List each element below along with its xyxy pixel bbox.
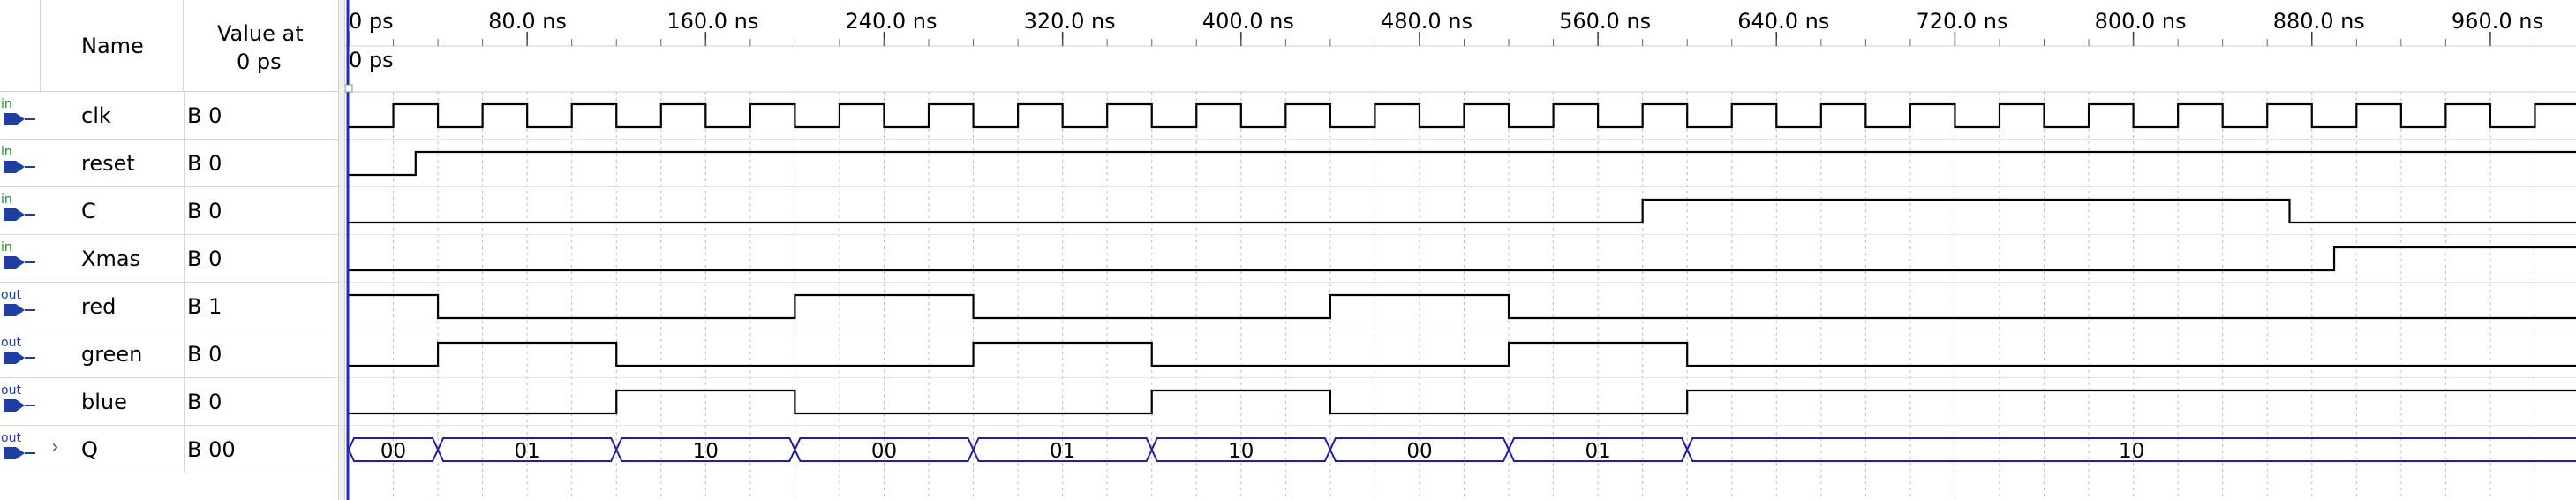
signal-row-c[interactable]: in C B 0 bbox=[0, 187, 338, 235]
column-separator bbox=[184, 330, 185, 378]
signal-value: B 1 bbox=[187, 294, 222, 319]
signal-value: B 00 bbox=[187, 437, 236, 462]
panel-splitter[interactable] bbox=[338, 0, 345, 500]
cursor-handle bbox=[345, 84, 353, 93]
output-pin-icon: out bbox=[0, 378, 41, 425]
signal-name: C bbox=[81, 199, 96, 223]
time-tick-label: 0 ps bbox=[349, 9, 394, 34]
time-tick-label: 640.0 ns bbox=[1737, 9, 1830, 34]
output-bus-icon: out bbox=[0, 426, 41, 473]
waveform-canvas[interactable]: 00 01 10 00 01 10 00 01 10 bbox=[345, 0, 2576, 500]
time-tick-label: 720.0 ns bbox=[1916, 9, 2008, 34]
signal-row-green[interactable]: out green B 0 bbox=[0, 330, 338, 378]
expand-chevron-icon[interactable]: › bbox=[51, 436, 59, 458]
signal-value: B 0 bbox=[187, 199, 222, 223]
q-bus-segment bbox=[436, 437, 618, 462]
xmas-waveform bbox=[349, 246, 2576, 272]
svg-text:out: out bbox=[1, 383, 21, 398]
q-bus-value: 00 bbox=[871, 440, 897, 463]
signal-row-reset[interactable]: in reset B 0 bbox=[0, 140, 338, 187]
time-tick-label: 320.0 ns bbox=[1023, 9, 1116, 34]
red-waveform bbox=[349, 293, 2576, 320]
input-pin-icon: in bbox=[0, 140, 41, 186]
signal-name: Xmas bbox=[81, 246, 141, 271]
q-bus-value: 10 bbox=[693, 440, 719, 463]
reset-waveform bbox=[349, 150, 2576, 177]
signal-name: green bbox=[81, 342, 143, 367]
q-bus-segment bbox=[1686, 437, 2576, 462]
output-pin-icon: out bbox=[0, 330, 41, 377]
time-tick-label: 240.0 ns bbox=[845, 9, 938, 34]
value-column-header[interactable]: Value at 0 ps bbox=[184, 0, 338, 92]
q-bus-segment bbox=[794, 437, 975, 462]
time-tick-label: 400.0 ns bbox=[1201, 9, 1294, 34]
column-separator bbox=[184, 187, 185, 235]
input-pin-icon: in bbox=[0, 92, 41, 139]
input-pin-icon: in bbox=[0, 187, 41, 234]
column-separator bbox=[184, 426, 185, 473]
waveform-panel[interactable]: 0 ps 80.0 ns 160.0 ns 240.0 ns 320.0 ns 400.0… bbox=[345, 0, 2576, 500]
column-separator bbox=[184, 378, 185, 426]
input-pin-icon: in bbox=[0, 235, 41, 282]
time-tick-label: 560.0 ns bbox=[1559, 9, 1652, 34]
name-header-label: Name bbox=[81, 34, 144, 58]
signal-name: clk bbox=[81, 103, 111, 128]
time-tick-label: 80.0 ns bbox=[488, 9, 567, 34]
blue-waveform bbox=[349, 389, 2576, 415]
q-bus-segment bbox=[1507, 437, 1689, 462]
svg-text:in: in bbox=[1, 193, 12, 207]
signal-value: B 0 bbox=[187, 342, 222, 367]
q-bus-value: 01 bbox=[1585, 440, 1610, 463]
time-tick-label: 880.0 ns bbox=[2272, 9, 2365, 34]
signal-name: reset bbox=[81, 151, 135, 176]
q-bus-value: 10 bbox=[2119, 440, 2144, 463]
signal-value: B 0 bbox=[187, 151, 222, 176]
column-separator bbox=[184, 283, 185, 330]
time-tick-label: 960.0 ns bbox=[2451, 9, 2543, 34]
clk-waveform bbox=[349, 102, 2576, 129]
signal-name: blue bbox=[81, 390, 127, 414]
svg-text:out: out bbox=[1, 336, 21, 350]
cursor-time-label: 0 ps bbox=[349, 48, 394, 72]
q-bus-value: 01 bbox=[1050, 440, 1075, 463]
signal-value: B 0 bbox=[187, 390, 222, 414]
svg-text:in: in bbox=[1, 240, 12, 254]
column-separator bbox=[184, 235, 185, 283]
time-tick-label: 160.0 ns bbox=[667, 9, 759, 34]
signal-value: B 0 bbox=[187, 103, 222, 128]
q-bus-value: 00 bbox=[1406, 440, 1432, 463]
column-separator bbox=[184, 140, 185, 187]
signal-row-xmas[interactable]: in Xmas B 0 bbox=[0, 235, 338, 283]
c-waveform bbox=[349, 198, 2576, 224]
q-bus-value: 00 bbox=[380, 440, 406, 463]
name-column-header[interactable]: Name bbox=[41, 0, 184, 92]
q-bus-value: 10 bbox=[1228, 440, 1254, 463]
q-bus-segment bbox=[615, 437, 796, 462]
signal-name: red bbox=[81, 294, 117, 319]
time-tick-label: 800.0 ns bbox=[2094, 9, 2187, 34]
column-separator bbox=[184, 92, 185, 140]
q-bus-segment bbox=[1150, 437, 1331, 462]
value-header-line2: 0 ps bbox=[237, 49, 282, 74]
signal-row-blue[interactable]: out blue B 0 bbox=[0, 378, 338, 426]
signal-row-red[interactable]: out red B 1 bbox=[0, 283, 338, 330]
green-waveform bbox=[349, 341, 2576, 367]
signal-row-clk[interactable]: in clk B 0 bbox=[0, 92, 338, 140]
svg-text:in: in bbox=[1, 145, 12, 159]
signal-row-q[interactable]: out › Q B 00 bbox=[0, 426, 338, 473]
svg-text:out: out bbox=[1, 431, 21, 445]
q-bus-segment bbox=[1329, 437, 1510, 462]
q-bus-segment bbox=[972, 437, 1153, 462]
svg-text:in: in bbox=[1, 97, 12, 111]
value-header-line1: Value at bbox=[217, 21, 304, 46]
time-tick-label: 480.0 ns bbox=[1380, 9, 1473, 34]
header-icon-column bbox=[0, 0, 41, 92]
signal-name: Q bbox=[81, 437, 98, 462]
q-bus-value: 01 bbox=[515, 440, 540, 463]
output-pin-icon: out bbox=[0, 283, 41, 330]
signal-value: B 0 bbox=[187, 246, 222, 271]
svg-text:out: out bbox=[1, 288, 21, 302]
